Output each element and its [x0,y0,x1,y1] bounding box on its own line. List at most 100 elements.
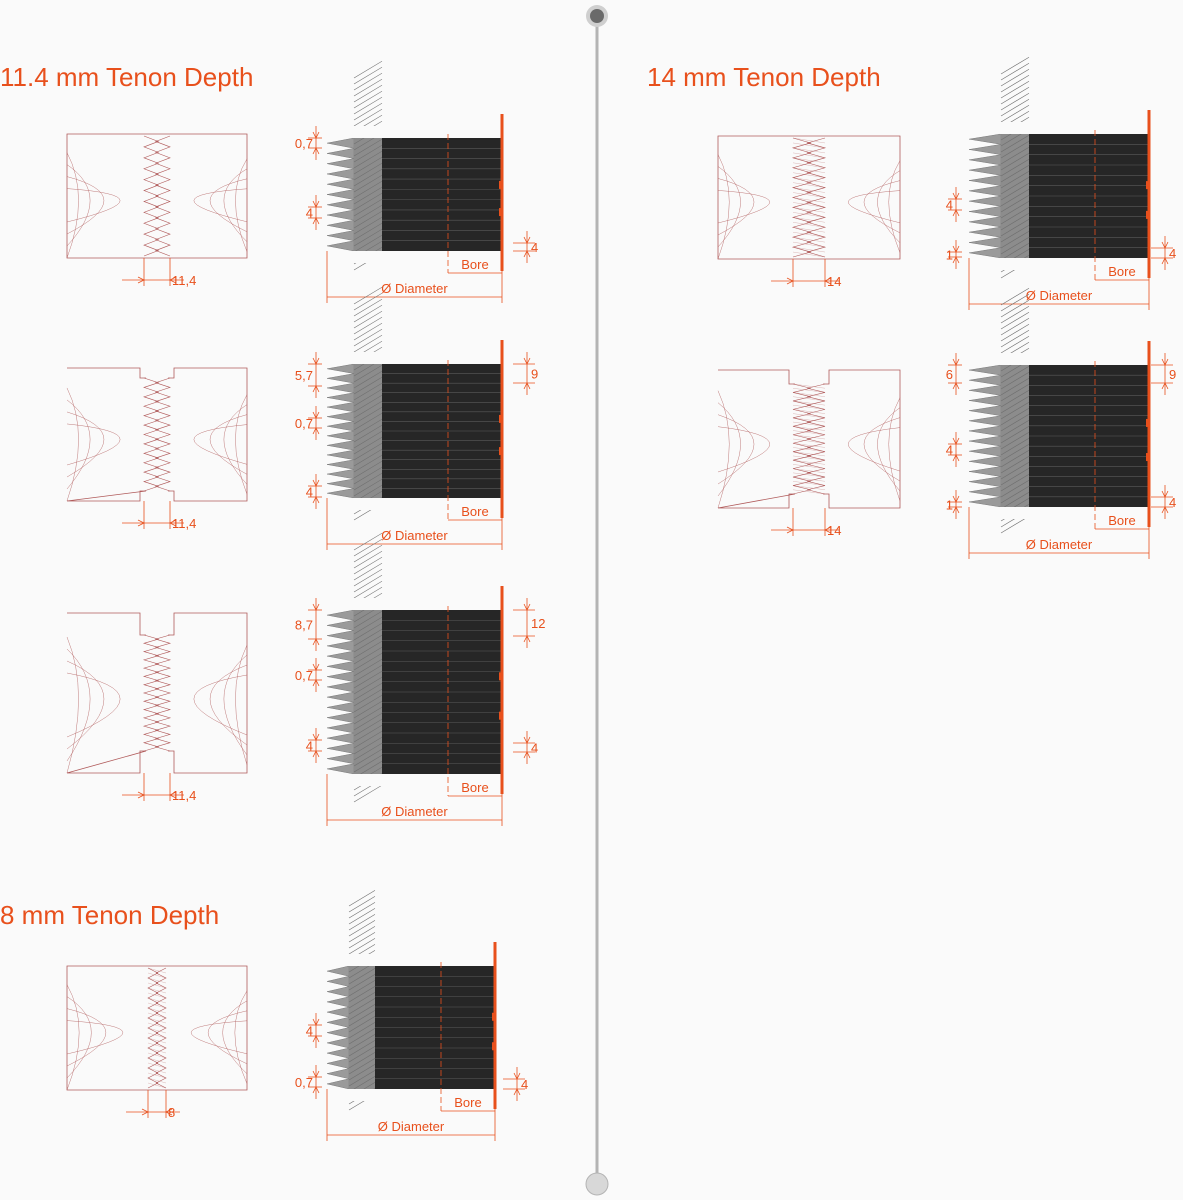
tenon-depth-dimension: 11,4 [122,773,196,803]
dimension-callout: 4 [306,195,322,230]
wood-joint-sketch [66,367,248,502]
bore-dimension: Bore [448,780,502,797]
diameter-dimension: Ø Diameter [326,498,503,550]
tenon-depth-label: 11,4 [172,273,196,288]
cutter-profile: Bore Ø Diameter [326,60,504,303]
dimension-callout: 4 [503,1067,528,1101]
dimension-label: 4 [946,443,953,458]
bore-label: Bore [461,504,488,519]
dimension-callout: 4 [306,474,322,509]
diameter-dimension: Ø Diameter [326,1089,496,1141]
dimension-label: 4 [946,198,953,213]
cutter-profile: Bore Ø Diameter [326,286,504,550]
tenon-depth-dimension: 14 [771,259,841,289]
dimension-label: 4 [1169,246,1176,261]
tenon-depth-dimension: 11,4 [122,501,196,531]
bore-label: Bore [461,257,488,272]
bore-label: Bore [1108,513,1135,528]
cutter-profile: Bore Ø Diameter [326,532,504,826]
diameter-label: Ø Diameter [381,804,448,819]
dimension-callout: 4 [946,187,962,222]
dimension-label: 0,7 [295,668,313,683]
dimension-callout: 4 [513,731,538,764]
dimension-callout: 0,7 [295,1065,322,1099]
diagram-a2: 11,4 Bore Ø Diameter 5,7 0,7 4 9 [66,286,538,550]
wood-joint-sketch [717,135,901,260]
section-title-8mm: 8 mm Tenon Depth [0,900,220,930]
tenon-depth-label: 14 [827,523,841,538]
dimension-callout: 4 [306,728,322,763]
tenon-depth-label: 11,4 [172,788,196,803]
dimension-label: 4 [1169,495,1176,510]
bore-dimension: Bore [1095,264,1149,281]
section-title-14mm: 14 mm Tenon Depth [647,62,881,92]
dimension-label: 4 [521,1077,528,1092]
bore-dimension: Bore [1095,513,1149,530]
dimension-callout: 0,7 [295,126,322,160]
dimension-callout: 4 [1151,236,1176,270]
tenon-depth-dimension: 8 [126,1090,180,1120]
bore-label: Bore [454,1095,481,1110]
dimension-callout: 4 [1151,485,1176,519]
dimension-label: 9 [1169,367,1176,382]
dimension-label: 4 [306,739,313,754]
dimension-label: 4 [306,206,313,221]
dimension-callout: 1 [946,490,962,519]
bore-label: Bore [1108,264,1135,279]
section-title-11-4mm: 11.4 mm Tenon Depth [0,62,254,92]
diameter-dimension: Ø Diameter [968,507,1150,559]
diameter-label: Ø Diameter [378,1119,445,1134]
dimension-callout: 4 [306,1013,322,1048]
diameter-label: Ø Diameter [381,528,448,543]
bore-dimension: Bore [448,257,502,274]
dimension-label: 12 [531,616,545,631]
dimension-label: 5,7 [295,368,313,383]
bore-dimension: Bore [448,504,502,521]
diagram-c2: 14 Bore Ø Diameter 6 4 1 9 4 [717,287,1176,559]
timeline-divider [585,5,609,1196]
diameter-label: Ø Diameter [381,281,448,296]
diameter-dimension: Ø Diameter [326,251,503,303]
dimension-label: 4 [306,1024,313,1039]
dimension-label: 4 [306,485,313,500]
diameter-dimension: Ø Diameter [326,774,503,826]
dimension-label: 1 [946,498,953,513]
dimension-callout: 0,7 [295,658,322,692]
cutter-profile: Bore Ø Diameter [326,890,497,1141]
diameter-label: Ø Diameter [1026,537,1093,552]
dimension-label: 9 [531,367,538,382]
dimension-callout: 6 [946,353,962,395]
wood-joint-sketch [66,965,248,1091]
tenon-depth-label: 11,4 [172,516,196,531]
dimension-label: 8,7 [295,618,313,633]
wood-joint-sketch [66,612,248,774]
dimension-callout: 1 [946,240,962,269]
tenon-depth-dimension: 11,4 [122,258,196,288]
dimension-label: 0,7 [295,1075,313,1090]
diagram-a1: 11,4 Bore Ø Diameter 0,7 4 4 [66,60,538,303]
tenon-depth-dimension: 14 [771,508,841,538]
diagram-a3: 11,4 Bore Ø Diameter 8,7 0,7 4 12 4 [66,532,545,826]
dimension-callout: 9 [513,352,538,395]
diameter-dimension: Ø Diameter [968,258,1150,310]
tenon-depth-label: 8 [168,1105,175,1120]
dimension-label: 1 [946,248,953,263]
dimension-callout: 12 [513,598,545,648]
dimension-callout: 0,7 [295,406,322,440]
bore-dimension: Bore [441,1095,495,1112]
cutter-profile: Bore Ø Diameter [968,56,1151,310]
dimension-label: 0,7 [295,136,313,151]
bore-label: Bore [461,780,488,795]
dimension-callout: 9 [1151,353,1176,395]
tenon-depth-label: 14 [827,274,841,289]
dimension-callout: 5,7 [295,352,322,398]
diameter-label: Ø Diameter [1026,288,1093,303]
wood-joint-sketch [66,133,248,259]
diagram-b1: 8 Bore Ø Diameter 4 0,7 4 [66,890,528,1141]
dimension-label: 4 [531,240,538,255]
dimension-label: 0,7 [295,416,313,431]
cutter-profile: Bore Ø Diameter [968,287,1151,559]
dimension-callout: 4 [513,231,538,263]
